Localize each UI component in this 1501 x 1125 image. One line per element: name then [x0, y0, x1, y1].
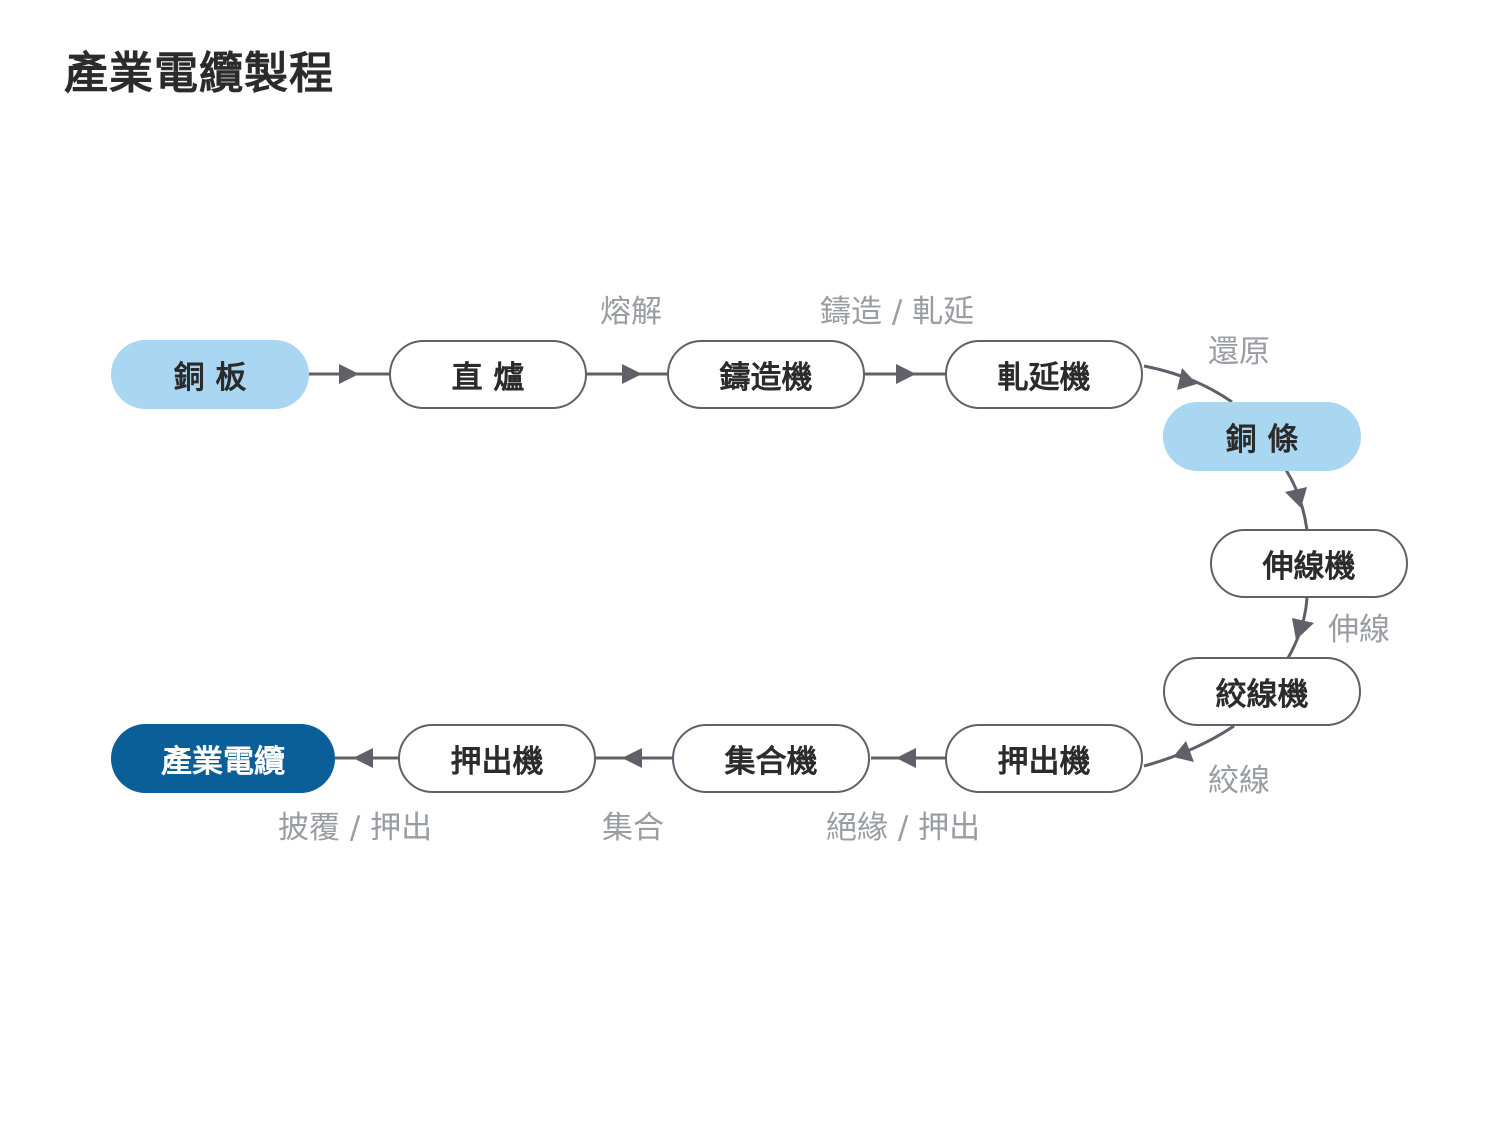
node-stranding-machine: 絞線機 [1163, 657, 1361, 726]
arrowhead-5 [1285, 487, 1307, 508]
arrowhead-4 [1177, 368, 1197, 390]
node-drawing-machine: 伸線機 [1210, 529, 1408, 598]
arrowhead-7 [1173, 741, 1194, 762]
label-reduction: 還原 [1208, 334, 1270, 370]
node-insulation-extruder: 押出機 [945, 724, 1143, 793]
page-title: 產業電纜製程 [64, 48, 334, 99]
connector-stranding-to-extruder [1143, 724, 1235, 768]
arrowhead-1 [339, 364, 359, 384]
node-furnace: 直 爐 [389, 340, 587, 409]
arrowhead-10 [353, 748, 373, 768]
arrowhead-3 [896, 364, 916, 384]
node-assembly-machine: 集合機 [672, 724, 870, 793]
label-insulation-extrusion: 絕緣 / 押出 [826, 810, 981, 846]
node-copper-rod: 銅 條 [1163, 402, 1361, 471]
node-rolling-machine: 軋延機 [945, 340, 1143, 409]
arrowhead-6 [1292, 618, 1314, 640]
node-industrial-cable: 產業電纜 [111, 724, 335, 793]
arrowhead-9 [622, 748, 642, 768]
label-stranding: 絞線 [1208, 763, 1270, 799]
arrowhead-2 [622, 364, 642, 384]
label-casting-rolling: 鑄造 / 軋延 [820, 294, 975, 330]
node-sheath-extruder: 押出機 [398, 724, 596, 793]
label-drawing: 伸線 [1328, 612, 1390, 648]
arrowhead-8 [896, 748, 916, 768]
label-melting: 熔解 [600, 294, 662, 330]
node-copper-plate: 銅 板 [111, 340, 309, 409]
node-casting-machine: 鑄造機 [667, 340, 865, 409]
label-assembly: 集合 [602, 810, 664, 846]
label-sheathing-extrusion: 披覆 / 押出 [278, 810, 433, 846]
